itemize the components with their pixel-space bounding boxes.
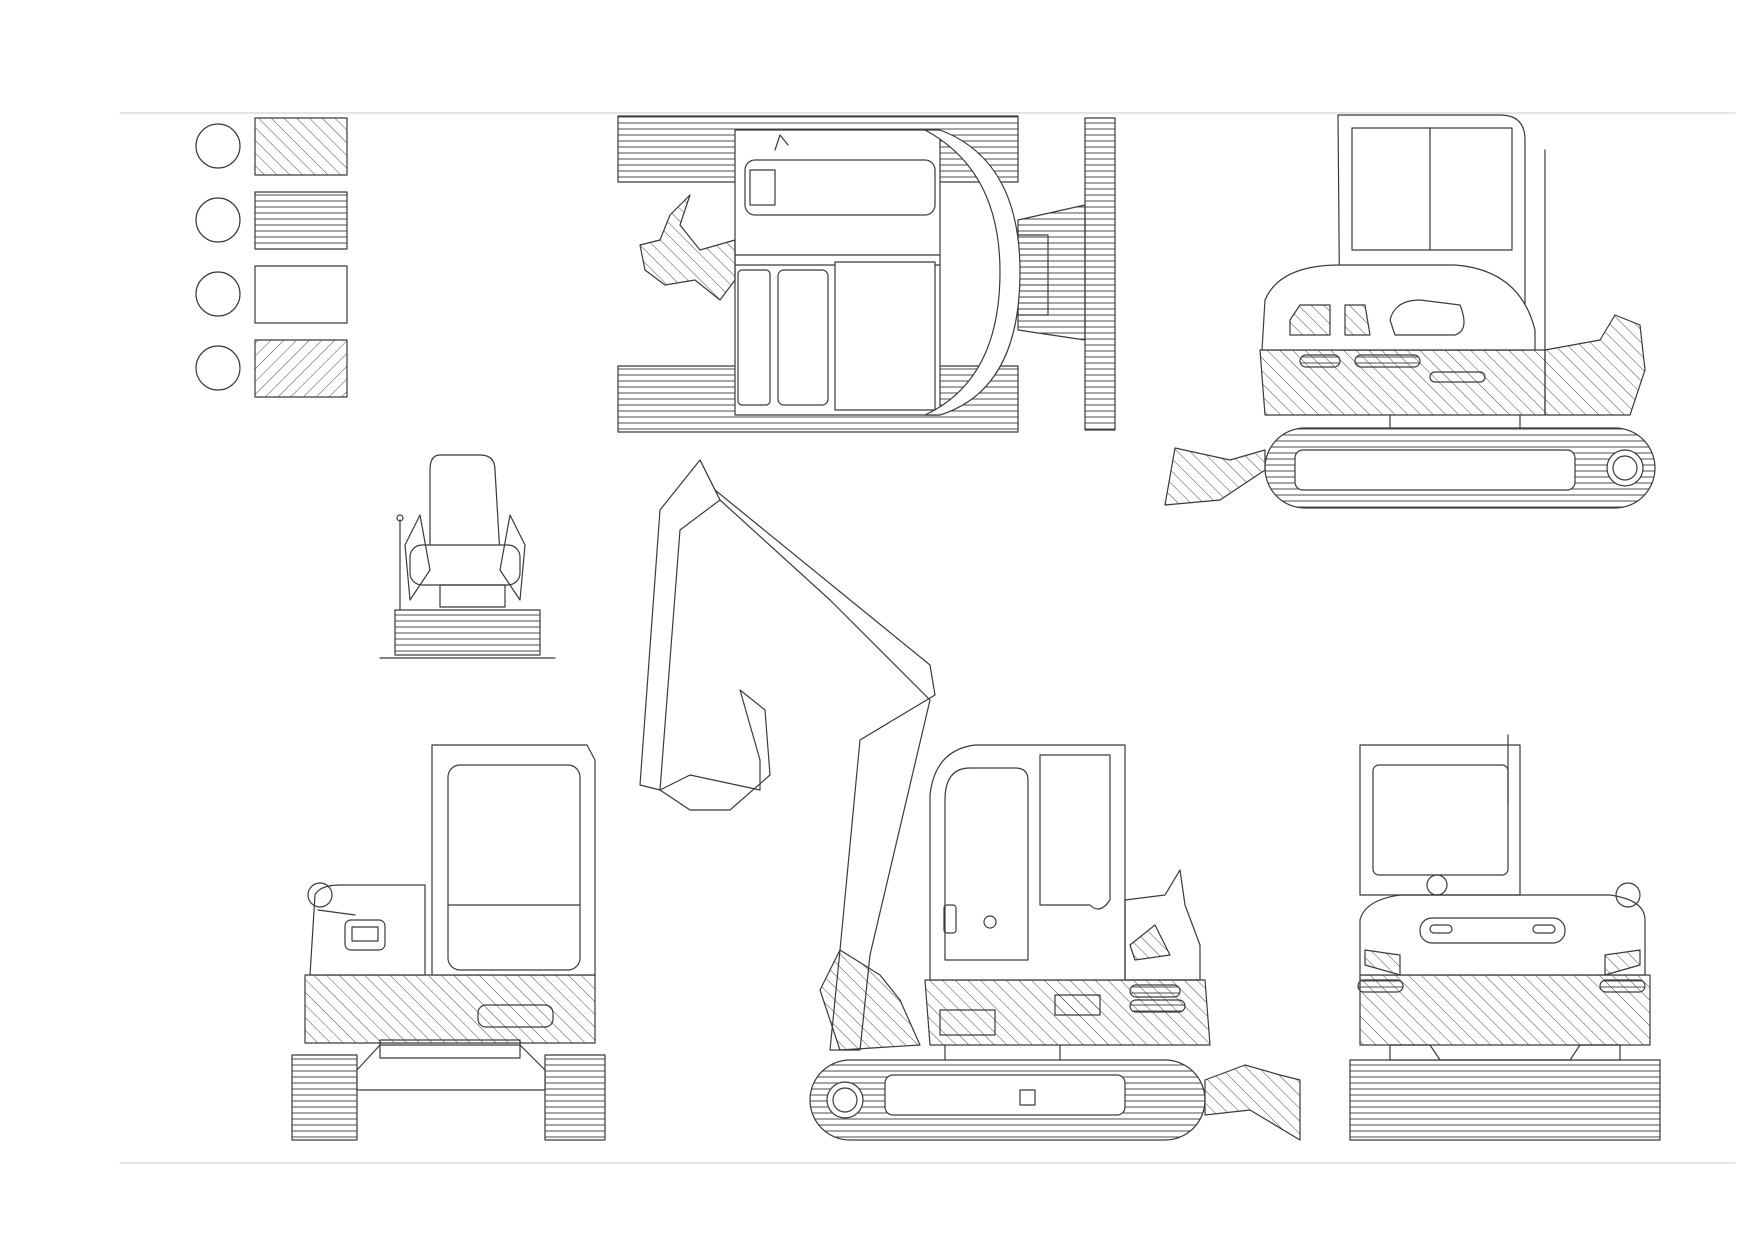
front-view — [291, 744, 606, 1141]
legend-row-4 — [195, 339, 348, 398]
sheet-frame — [119, 112, 1736, 1164]
rear-view — [1349, 734, 1661, 1141]
top-view — [617, 115, 1116, 433]
legend-row-2 — [195, 191, 348, 250]
material-legend — [195, 117, 348, 398]
right-side-view — [1164, 114, 1656, 509]
legend-row-3 — [195, 265, 348, 324]
left-side-view — [809, 744, 1301, 1141]
legend-row-1 — [195, 117, 348, 176]
boom-arm — [639, 459, 936, 1051]
operator-seat-view — [379, 454, 556, 659]
